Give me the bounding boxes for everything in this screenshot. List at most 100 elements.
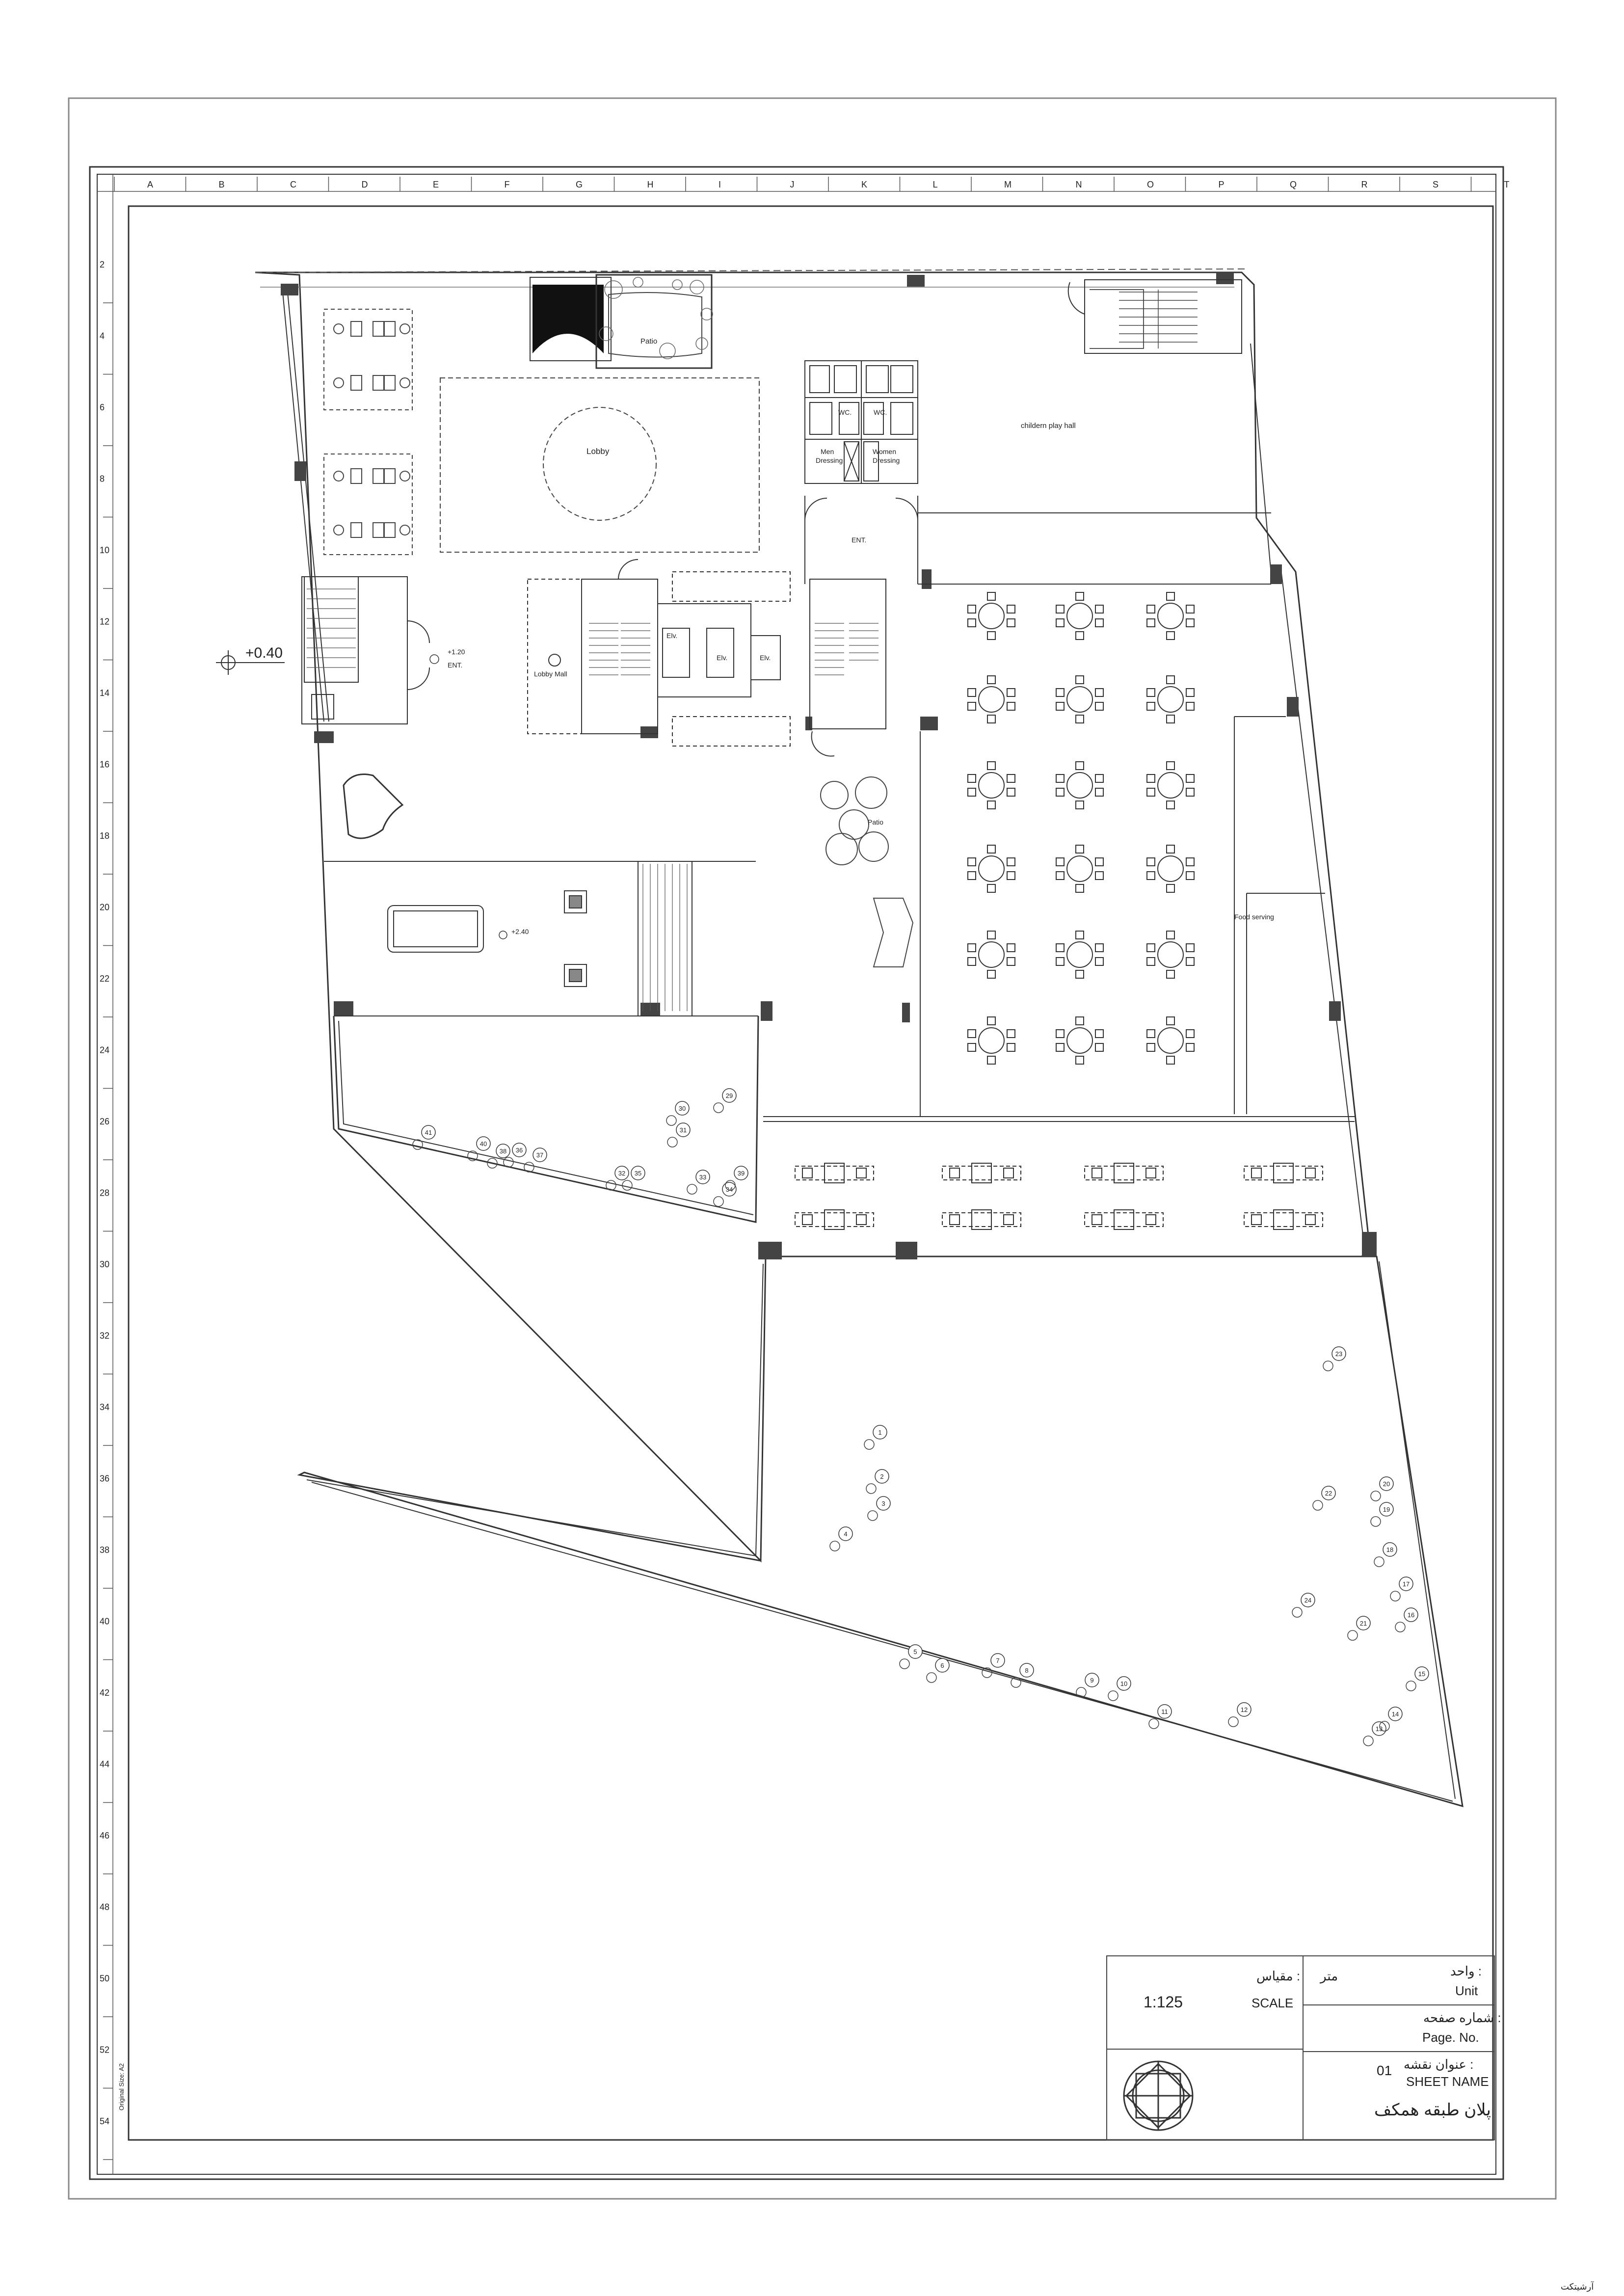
svg-text:WC.: WC. <box>874 408 887 416</box>
level-marker-billiard: +2.40 <box>499 928 529 939</box>
column-label: O <box>1147 180 1154 189</box>
row-label: 18 <box>100 831 109 841</box>
row-label: 20 <box>100 903 109 912</box>
tree-tag: 29 <box>713 1088 737 1113</box>
tree-tag: 24 <box>1292 1593 1315 1618</box>
svg-text:+0.40: +0.40 <box>245 645 283 661</box>
svg-text:30: 30 <box>679 1105 686 1112</box>
row-label: 52 <box>100 2045 109 2055</box>
svg-text:Food serving: Food serving <box>1234 913 1274 921</box>
rectangular-table <box>1244 1163 1323 1183</box>
svg-text:11: 11 <box>1161 1708 1168 1715</box>
billiard-stair-treads <box>642 864 688 1011</box>
column-label: M <box>1004 180 1012 189</box>
svg-text:Elv.: Elv. <box>760 654 771 662</box>
svg-text:Lobby Mall: Lobby Mall <box>534 670 567 678</box>
tree-tag: 11 <box>1148 1704 1172 1729</box>
round-table <box>967 675 1015 723</box>
round-table <box>1056 845 1104 893</box>
wc-block <box>804 360 918 484</box>
unit-label-fa: واحد : <box>1450 1964 1482 1979</box>
tree-tag: 20 <box>1370 1476 1394 1501</box>
terrace-tables <box>795 1163 1323 1230</box>
svg-text:+1.20: +1.20 <box>448 648 465 656</box>
svg-text:21: 21 <box>1360 1620 1367 1627</box>
svg-text:20: 20 <box>1383 1480 1390 1488</box>
round-table <box>1146 675 1195 723</box>
row-label: 28 <box>100 1188 109 1198</box>
svg-text:Women: Women <box>873 448 896 455</box>
round-table <box>1146 931 1195 979</box>
drawing-frame-outer <box>89 166 1504 2180</box>
tree-tag: 22 <box>1312 1486 1336 1511</box>
row-label: 4 <box>100 331 105 341</box>
watermark: آرشیتکت <box>1561 2281 1594 2292</box>
column-label: N <box>1076 180 1082 189</box>
round-table <box>1056 761 1104 809</box>
sheet-title-fa: پلان طبقه همکف <box>1374 2101 1491 2120</box>
terrace-outline <box>763 1116 1355 1122</box>
stair-north-east <box>1119 290 1198 348</box>
row-label: 24 <box>100 1045 109 1055</box>
row-labels: 2468101214161820222426283032343638404244… <box>100 260 113 2160</box>
round-table <box>967 1016 1015 1065</box>
page-label-en: Page. No. <box>1422 2030 1479 2045</box>
tree-tag: 1 <box>864 1425 887 1450</box>
core-stairs-elevators <box>527 559 886 757</box>
north-arrow-icon <box>1123 2060 1194 2131</box>
svg-text:29: 29 <box>726 1092 733 1099</box>
column-label: L <box>933 180 938 189</box>
row-label: 30 <box>100 1259 109 1269</box>
svg-text:2: 2 <box>880 1473 883 1480</box>
svg-text:4: 4 <box>844 1530 847 1538</box>
svg-text:Elv.: Elv. <box>717 654 727 662</box>
tree-tag: 5 <box>899 1644 923 1669</box>
tree-tag: 39 <box>725 1166 748 1191</box>
piano-icon <box>343 774 404 839</box>
column-label: A <box>147 180 153 189</box>
svg-text:Men: Men <box>821 448 834 455</box>
svg-text:35: 35 <box>635 1170 641 1177</box>
round-table <box>1146 761 1195 809</box>
tree-tag: 23 <box>1323 1346 1346 1371</box>
column-label: B <box>219 180 225 189</box>
row-label: 50 <box>100 1974 109 1983</box>
column-label: G <box>576 180 583 189</box>
row-label: 10 <box>100 545 109 555</box>
tree-tag: 33 <box>687 1170 710 1195</box>
top-patio: Patio <box>530 274 713 369</box>
tree-tag: 16 <box>1395 1607 1418 1632</box>
building-outline <box>255 271 1370 1563</box>
top-dashed-line <box>255 268 1247 273</box>
tree-tag: 38 <box>487 1144 510 1169</box>
round-table <box>1056 931 1104 979</box>
tree-tag: 21 <box>1347 1616 1371 1641</box>
column-label: J <box>790 180 795 189</box>
row-label: 2 <box>100 260 105 269</box>
tree-tag: 13 <box>1363 1721 1386 1746</box>
title-block <box>1106 1955 1495 2140</box>
outer-frame <box>68 97 1557 2200</box>
row-label: 48 <box>100 1902 109 1912</box>
svg-text:Dressing: Dressing <box>873 456 900 464</box>
svg-text:8: 8 <box>1025 1667 1028 1674</box>
column-label: E <box>433 180 439 189</box>
row-label: 42 <box>100 1688 109 1698</box>
column-label: I <box>719 180 721 189</box>
svg-text:16: 16 <box>1408 1611 1414 1619</box>
tree-tag: 7 <box>982 1653 1005 1678</box>
rectangular-table <box>942 1163 1021 1183</box>
round-table <box>967 845 1015 893</box>
tree-tag: 9 <box>1076 1673 1099 1698</box>
svg-text:Patio: Patio <box>868 818 883 826</box>
row-label: 22 <box>100 974 109 984</box>
page-label-fa: شماره صفحه : <box>1423 2010 1501 2025</box>
svg-text:childern play hall: childern play hall <box>1021 422 1076 430</box>
row-label: 36 <box>100 1474 109 1484</box>
tree-tag: 4 <box>829 1526 853 1551</box>
svg-text:32: 32 <box>618 1170 625 1177</box>
column-label: P <box>1219 180 1225 189</box>
level-marker-entry: +1.20 ENT. <box>429 648 465 669</box>
